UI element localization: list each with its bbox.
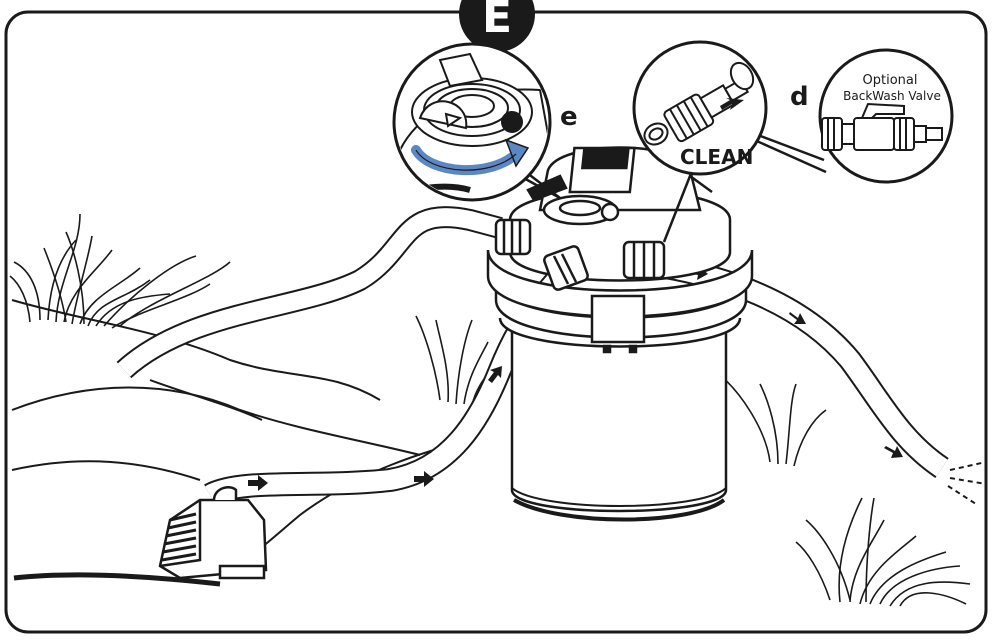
optional-label-line2: BackWash Valve	[843, 89, 941, 103]
callout-optional-valve: Optional BackWash Valve	[820, 50, 952, 182]
hose-connector-outlet	[624, 242, 664, 278]
callout-letter-d: d	[790, 82, 809, 112]
filter-latch	[592, 296, 644, 342]
callout-letter-e: e	[560, 102, 578, 132]
hose-connector-left	[496, 220, 530, 254]
filter-canister	[512, 330, 726, 511]
optional-label-line1: Optional	[863, 73, 918, 88]
step-letter: E	[482, 0, 512, 43]
clean-label: CLEAN	[680, 145, 753, 169]
pressure-filter	[488, 148, 752, 520]
